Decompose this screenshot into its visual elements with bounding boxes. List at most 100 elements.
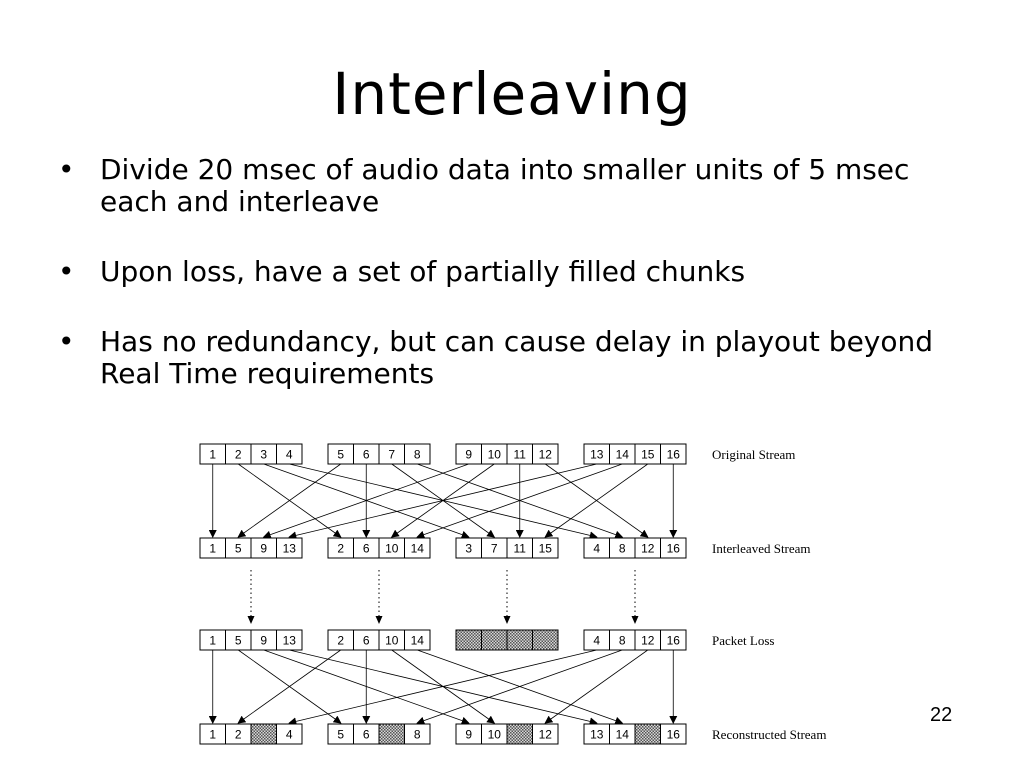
interleave-arrow: [544, 463, 648, 538]
reconstruct-arrow: [238, 649, 342, 724]
cell-label: 16: [667, 542, 681, 556]
transmit-arrowhead: [631, 616, 639, 624]
cell-label: 8: [414, 728, 421, 742]
bullet-item: • Has no redundancy, but can cause delay…: [58, 326, 948, 390]
cell-label: 11: [514, 542, 527, 556]
lost-cell: [506, 723, 533, 745]
packet-cell: [404, 629, 431, 651]
bullet-text: Has no redundancy, but can cause delay i…: [100, 325, 934, 390]
transmit-arrowhead: [375, 616, 383, 624]
cell-label: 2: [235, 448, 242, 462]
lost-cell: [532, 629, 559, 651]
interleave-arrow: [262, 463, 469, 539]
cell-label: 11: [514, 448, 527, 462]
cell-label: 12: [539, 728, 553, 742]
cell-label: 10: [385, 542, 399, 556]
transmit-arrowhead: [503, 616, 511, 624]
page-number: 22: [930, 704, 953, 726]
bullet-text: Divide 20 msec of audio data into smalle…: [100, 153, 910, 218]
cell-label: 14: [411, 542, 425, 556]
cell-label: 13: [590, 728, 604, 742]
cell-label: 8: [414, 448, 421, 462]
packet-cell: [660, 537, 687, 559]
cell-label: 5: [235, 634, 242, 648]
cell-label: 12: [641, 542, 655, 556]
cell-label: 2: [337, 634, 344, 648]
interleave-arrow: [288, 463, 597, 540]
packet-cell: [660, 443, 687, 465]
cell-label: 10: [488, 728, 502, 742]
cell-label: 14: [411, 634, 425, 648]
packet-cell: [660, 723, 687, 745]
packet-cell: [532, 537, 559, 559]
packet-cell: [404, 537, 431, 559]
cell-label: 6: [363, 448, 370, 462]
cell-label: 12: [641, 634, 655, 648]
cell-label: 5: [235, 542, 242, 556]
cell-label: 9: [260, 542, 267, 556]
reconstruct-arrow: [544, 649, 648, 724]
interleave-arrow: [237, 463, 341, 538]
bullet-item: • Divide 20 msec of audio data into smal…: [58, 154, 948, 218]
cell-label: 6: [363, 542, 370, 556]
packet-cell: [276, 537, 303, 559]
row-label: Packet Loss: [712, 633, 774, 648]
cell-label: 9: [260, 634, 267, 648]
packet-cell: [404, 723, 431, 745]
reconstruct-arrow: [417, 649, 624, 725]
cell-label: 16: [667, 634, 681, 648]
cell-label: 14: [616, 448, 630, 462]
packet-cell: [276, 443, 303, 465]
cell-label: 9: [465, 728, 472, 742]
lost-cell: [378, 723, 405, 745]
cell-label: 7: [491, 542, 498, 556]
slide-title: Interleaving: [332, 60, 692, 128]
cell-label: 3: [260, 448, 267, 462]
cell-label: 4: [286, 728, 293, 742]
cell-label: 16: [667, 448, 681, 462]
cell-label: 14: [616, 728, 630, 742]
cell-label: 2: [235, 728, 242, 742]
packet-cell: [404, 443, 431, 465]
packet-cell: [660, 629, 687, 651]
reconstruct-arrow: [289, 649, 598, 726]
cell-label: 1: [209, 448, 216, 462]
lost-cell: [455, 629, 482, 651]
lost-cell: [634, 723, 661, 745]
cell-label: 8: [619, 542, 626, 556]
bullet-list: • Divide 20 msec of audio data into smal…: [58, 154, 948, 428]
row-label: Original Stream: [712, 447, 795, 462]
cell-label: 4: [593, 542, 600, 556]
cell-label: 8: [619, 634, 626, 648]
cell-label: 9: [465, 448, 472, 462]
cell-label: 15: [539, 542, 553, 556]
reconstruct-arrow: [263, 649, 470, 725]
cell-label: 13: [283, 634, 297, 648]
cell-label: 7: [388, 448, 395, 462]
transmit-arrowhead: [247, 616, 255, 624]
lost-cell: [250, 723, 277, 745]
diagram-arrows: [208, 463, 678, 726]
interleave-arrow: [416, 463, 623, 539]
cell-label: 4: [593, 634, 600, 648]
lost-cell: [481, 629, 508, 651]
cell-label: 6: [363, 728, 370, 742]
cell-label: 5: [337, 728, 344, 742]
cell-label: 13: [590, 448, 604, 462]
cell-label: 15: [641, 448, 655, 462]
cell-label: 10: [488, 448, 502, 462]
cell-label: 2: [337, 542, 344, 556]
packet-cell: [276, 629, 303, 651]
cell-label: 4: [286, 448, 293, 462]
cell-label: 3: [465, 542, 472, 556]
row-label: Reconstructed Stream: [712, 727, 826, 742]
bullet-text: Upon loss, have a set of partially fille…: [100, 255, 746, 288]
bullet-symbol: •: [58, 153, 75, 186]
bullet-symbol: •: [58, 325, 75, 358]
cell-label: 1: [209, 634, 216, 648]
cell-label: 16: [667, 728, 681, 742]
cell-label: 1: [209, 542, 216, 556]
